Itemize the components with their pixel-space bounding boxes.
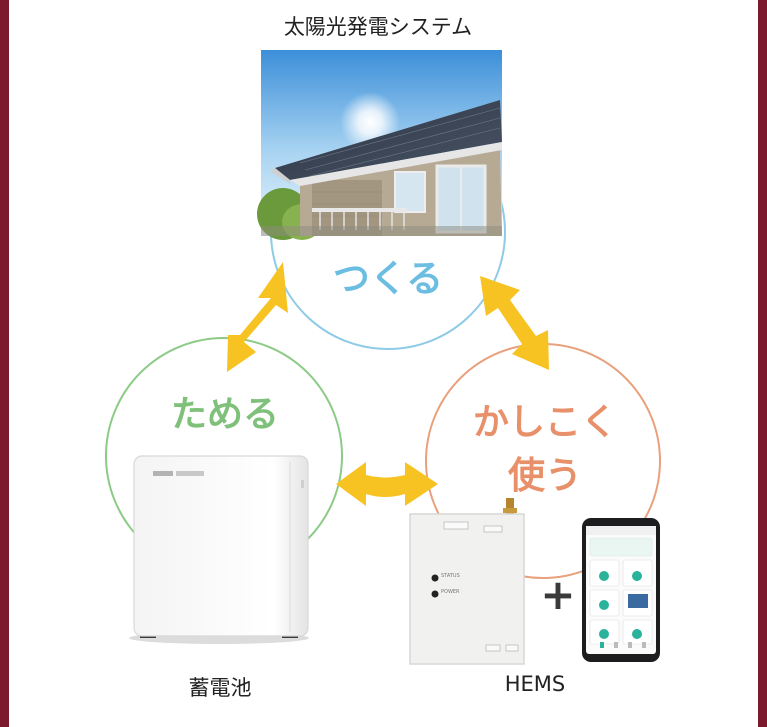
hems-controller-image xyxy=(409,498,525,665)
create-label: つくる xyxy=(332,257,444,300)
plus-sign: + xyxy=(540,570,576,619)
hems-power-led-label: POWER xyxy=(441,589,460,595)
right-border xyxy=(758,0,767,727)
battery-label: 蓄電池 xyxy=(188,676,252,700)
arrow-create-store xyxy=(227,262,288,372)
smartphone-app-image xyxy=(582,518,660,662)
solar-house-photo xyxy=(257,50,502,240)
use-label-line1: かしこく xyxy=(472,402,617,443)
left-border xyxy=(0,0,9,727)
store-label: ためる xyxy=(170,394,279,435)
battery-unit-image xyxy=(129,455,309,644)
use-label-line2: 使う xyxy=(508,454,582,497)
hems-label: HEMS xyxy=(504,672,566,696)
arrow-store-use xyxy=(336,462,438,506)
hems-status-led-label: STATUS xyxy=(441,573,460,579)
arrow-create-use xyxy=(480,276,549,370)
title-label: 太陽光発電システム xyxy=(283,15,473,39)
